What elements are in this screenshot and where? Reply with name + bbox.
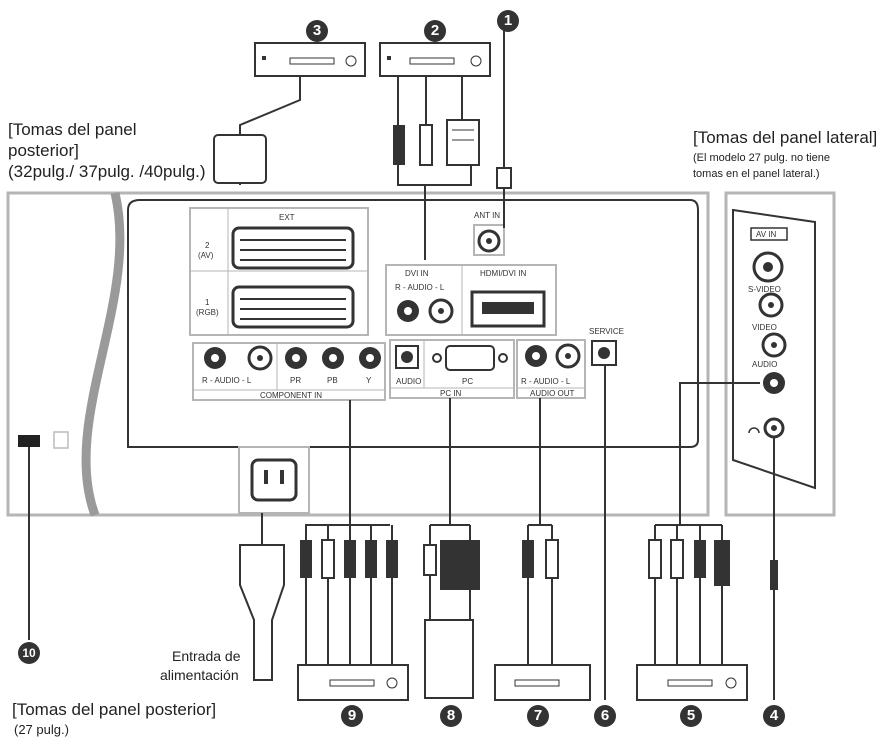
power-input-line1: Entrada de: [172, 648, 241, 664]
headphone-icon: [748, 427, 760, 434]
side-audio-label: AUDIO: [752, 360, 777, 369]
rear-27-line1: [Tomas del panel posterior]: [12, 700, 217, 719]
callout-7: 7: [527, 705, 549, 727]
pr-label: PR: [290, 376, 301, 385]
callout-9: 9: [341, 705, 363, 727]
device-9: [297, 664, 409, 701]
device-7: [494, 664, 591, 701]
callout-4: 4: [763, 705, 785, 727]
rear-27-line2: (27 pulg.): [14, 722, 69, 737]
callout-3: 3: [306, 20, 328, 42]
panel-curve: [81, 191, 125, 517]
pc-audio-label: AUDIO: [396, 377, 421, 386]
rear-panel-outline: [6, 191, 710, 517]
ext-label: EXT: [279, 213, 295, 222]
component-audio-label: R - AUDIO - L: [202, 376, 252, 385]
callout-6: 6: [594, 705, 616, 727]
device-3: [254, 42, 366, 77]
callout-1: 1: [497, 10, 519, 32]
pc-in-label: PC IN: [440, 389, 462, 398]
video-label: VIDEO: [752, 323, 777, 332]
kensington-slot[interactable]: [18, 435, 40, 447]
pb-label: PB: [327, 376, 338, 385]
callout-5: 5: [680, 705, 702, 727]
y-label: Y: [366, 376, 372, 385]
service-label: SERVICE: [589, 327, 624, 336]
pc-label: PC: [462, 377, 473, 386]
rear-heading-line2: posterior]: [8, 141, 79, 160]
pc-vga-port[interactable]: [445, 345, 495, 371]
side-heading-line3: tomas en el panel lateral.): [693, 168, 820, 180]
scart-2[interactable]: [231, 226, 355, 270]
callout-10: 10: [18, 642, 40, 664]
ext-2-label: 2: [205, 241, 210, 250]
ant-in-label: ANT IN: [474, 211, 500, 220]
component-in-label: COMPONENT IN: [260, 391, 322, 400]
rear-heading-line3: (32pulg./ 37pulg. /40pulg.): [8, 162, 206, 181]
ext-1-sub-label: (RGB): [196, 308, 219, 317]
dvi-audio-label: R - AUDIO - L: [395, 283, 445, 292]
audio-out-lr-label: R - AUDIO - L: [521, 377, 571, 386]
side-panel-outline: [724, 191, 836, 517]
rear-heading-line1: [Tomas del panel: [8, 120, 137, 139]
audio-out-label: AUDIO OUT: [530, 389, 575, 398]
connector-panel: [127, 199, 699, 448]
s-video-label: S-VIDEO: [748, 285, 781, 294]
dvi-in-label: DVI IN: [405, 269, 429, 278]
power-plug: [239, 544, 285, 681]
ext-1-label: 1: [205, 298, 210, 307]
ext-2-sub-label: (AV): [198, 251, 214, 260]
av-in-label: AV IN: [756, 230, 777, 239]
device-2: [379, 42, 491, 77]
callout-8: 8: [440, 705, 462, 727]
power-input-line2: alimentación: [160, 667, 239, 683]
lock-icon: [53, 431, 69, 449]
scart-1[interactable]: [231, 285, 355, 329]
side-heading-line2: (El modelo 27 pulg. no tiene: [693, 152, 830, 164]
side-panel-shape: [732, 208, 816, 490]
side-heading-line1: [Tomas del panel lateral]: [693, 128, 878, 147]
callout-2: 2: [424, 20, 446, 42]
hdmi-dvi-in-label: HDMI/DVI IN: [480, 269, 526, 278]
pc-device: [424, 619, 474, 699]
power-socket[interactable]: [250, 458, 298, 502]
device-5: [636, 664, 748, 701]
